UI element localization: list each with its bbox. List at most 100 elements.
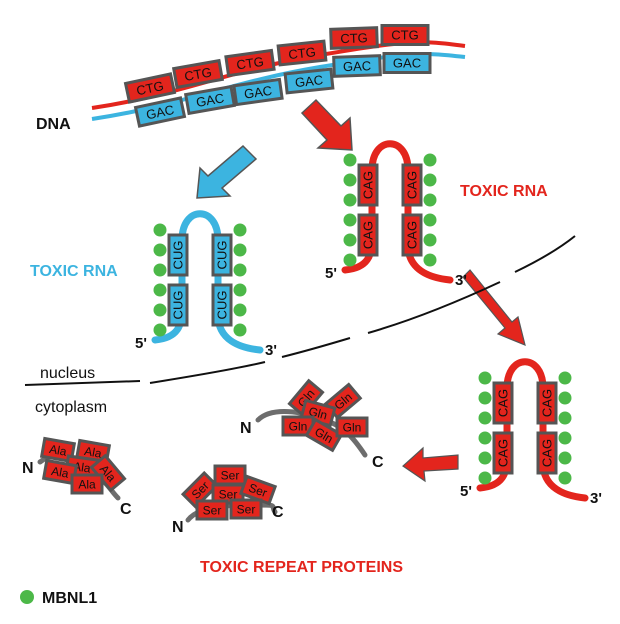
ala-residue-box: Ala [70,473,104,495]
gac-box: GAC [283,67,335,95]
mbnl1-dot [343,253,357,267]
three-prime-label: 3' [590,490,602,507]
arrow-to-red-rna [300,98,353,151]
mbnl1-dot [233,263,247,277]
ctg-box: CTG [276,39,328,67]
ctg-box-label: CTG [183,64,213,84]
three-prime-label: 3' [455,272,467,289]
codon-box: CAG [536,381,558,425]
ser-residue-box: Ser [195,499,229,521]
mbnl1-dot [423,233,437,247]
codon-box: CUG [167,233,189,277]
cytoplasm-rna-hairpin: CAG CAG CAG CAG 5' 3' [460,358,602,507]
ala-residue-box-label: Ala [78,477,96,491]
codon-box: CAG [401,163,423,207]
mbnl1-dot [478,451,492,465]
dna-label: DNA [36,116,71,133]
gln-residue-box-label: Gln [289,419,308,433]
ser-residue-box-label: Ser [221,468,240,482]
cytoplasm-label: cytoplasm [35,399,107,416]
codon-box-label: CAG [405,171,420,199]
mbnl1-dot [153,243,167,257]
gac-box: GAC [183,84,237,116]
ala-residue-box-label: Ala [50,464,70,481]
ser-residue-box: Ser [238,474,278,506]
codon-box-label: CUG [171,241,186,270]
gac-box-label: GAC [294,72,324,90]
gac-box: GAC [133,96,187,128]
ctg-box: CTG [329,26,379,50]
mbnl1-dot [343,213,357,227]
mbnl1-dot [423,193,437,207]
mbnl1-dot [423,153,437,167]
codon-box-label: CAG [361,171,376,199]
mbnl1-dot [478,471,492,485]
codon-box-label: CAG [496,389,511,417]
codon-box: CUG [211,283,233,327]
ser-residue-box: Ser [213,464,247,486]
gac-box: GAC [332,54,382,78]
codon-box: CAG [492,431,514,475]
mbnl1-dot [343,153,357,167]
ctg-box: CTG [380,24,430,46]
red-toxic-rna-label: TOXIC RNA [460,183,548,200]
mbnl1-dot [558,451,572,465]
ser-residue-box-label: Ser [247,481,269,501]
n-terminus-label: N [172,519,184,536]
codon-box: CAG [401,213,423,257]
mbnl1-dot [233,223,247,237]
mbnl1-dot [343,193,357,207]
ctg-box-label: CTG [235,54,264,73]
mbnl1-dot [423,253,437,267]
three-prime-label: 3' [265,342,277,359]
mbnl1-dot [233,243,247,257]
ctg-box-label: CTG [135,78,165,98]
ser-residue-box-label: Ser [203,503,222,517]
codon-box: CAG [492,381,514,425]
codon-box-label: CAG [540,439,555,467]
arrow-to-blue-rna [196,144,258,199]
arrow-to-proteins [402,446,459,483]
mbnl1-dot [478,371,492,385]
gac-box: GAC [382,52,432,74]
blue-toxic-rna-label: TOXIC RNA [30,263,118,280]
ctg-box-label: CTG [391,28,418,43]
mbnl1-dot [153,283,167,297]
ala-residue-box-label: Ala [72,459,91,475]
codon-box-label: CUG [215,241,230,270]
mbnl1-dot [343,233,357,247]
gac-box-label: GAC [145,102,176,123]
ala-residue-box-label: Ala [48,442,68,459]
codon-box-label: CAG [361,221,376,249]
gac-box-label: GAC [393,56,421,71]
mbnl1-dot [423,173,437,187]
gln-residue-box: Gln [335,416,369,438]
n-terminus-label: N [240,420,252,437]
codon-box-label: CUG [171,291,186,320]
five-prime-label: 5' [325,265,337,282]
ctg-box-label: CTG [340,30,368,46]
codon-box-label: CUG [215,291,230,320]
ser-residue-box-label: Ser [219,487,238,501]
ser-residue-box-label: Ser [237,502,256,516]
gln-residue-box-label: Gln [343,420,362,434]
mbnl1-dot [153,263,167,277]
codon-box: CUG [167,283,189,327]
ctg-box: CTG [171,58,225,90]
ala-residue-box: Ala [39,436,77,464]
nuclear-membrane [24,235,576,386]
five-prime-label: 5' [460,483,472,500]
mbnl1-dot [558,371,572,385]
mbnl1-dot [478,411,492,425]
mbnl1-dot [558,471,572,485]
c-terminus-label: C [372,454,384,471]
mbnl1-dot [153,223,167,237]
codon-box: CAG [357,213,379,257]
nucleus-label: nucleus [40,365,95,382]
gac-box-label: GAC [195,90,225,110]
